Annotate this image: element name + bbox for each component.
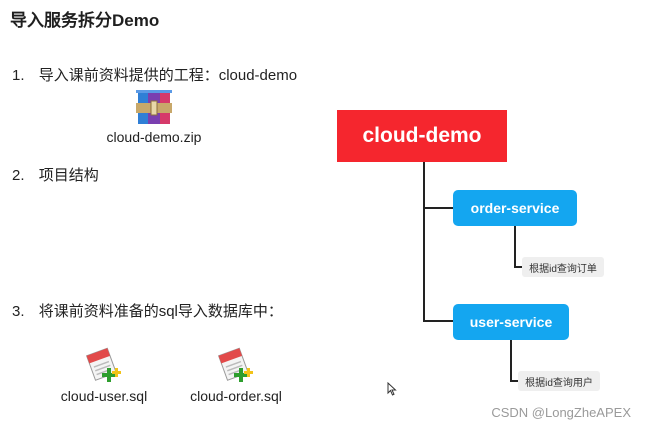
tree-connector-order — [423, 207, 453, 209]
sql-script-icon[interactable] — [84, 345, 124, 385]
sql-order-file-label: cloud-order.sql — [190, 388, 282, 404]
step-2-text: 项目结构 — [38, 167, 99, 184]
zip-file-label: cloud-demo.zip — [106, 129, 202, 145]
user-service-box: user-service — [453, 304, 569, 340]
sql-script-icon[interactable] — [216, 345, 256, 385]
step-2: 2. 项目结构 — [12, 164, 99, 185]
order-note-connector-vertical — [514, 226, 516, 268]
root-project-box: cloud-demo — [337, 110, 507, 162]
user-service-note: 根据id查询用户 — [518, 371, 600, 391]
sql-user-file-label: cloud-user.sql — [60, 388, 148, 404]
step-1: 1. 导入课前资料提供的工程：cloud-demo — [12, 64, 297, 85]
mouse-cursor-icon — [387, 381, 397, 396]
step-3-text: 将课前资料准备的sql导入数据库中： — [38, 303, 283, 320]
step-1-text: 导入课前资料提供的工程：cloud-demo — [38, 67, 298, 84]
step-1-number: 1. — [12, 67, 25, 84]
order-service-note: 根据id查询订单 — [522, 257, 604, 277]
user-note-connector-vertical — [510, 340, 512, 382]
order-service-box: order-service — [453, 190, 577, 226]
step-3-number: 3. — [12, 303, 25, 320]
step-3: 3. 将课前资料准备的sql导入数据库中： — [12, 300, 283, 321]
order-note-connector-horizontal — [514, 266, 522, 268]
user-note-connector-horizontal — [510, 380, 518, 382]
step-2-number: 2. — [12, 167, 25, 184]
winrar-archive-icon[interactable] — [134, 90, 174, 126]
page-title: 导入服务拆分Demo — [10, 11, 160, 30]
tree-connector-user — [423, 320, 453, 322]
watermark: CSDN @LongZheAPEX — [491, 405, 631, 420]
tree-connector-vertical — [423, 162, 425, 322]
